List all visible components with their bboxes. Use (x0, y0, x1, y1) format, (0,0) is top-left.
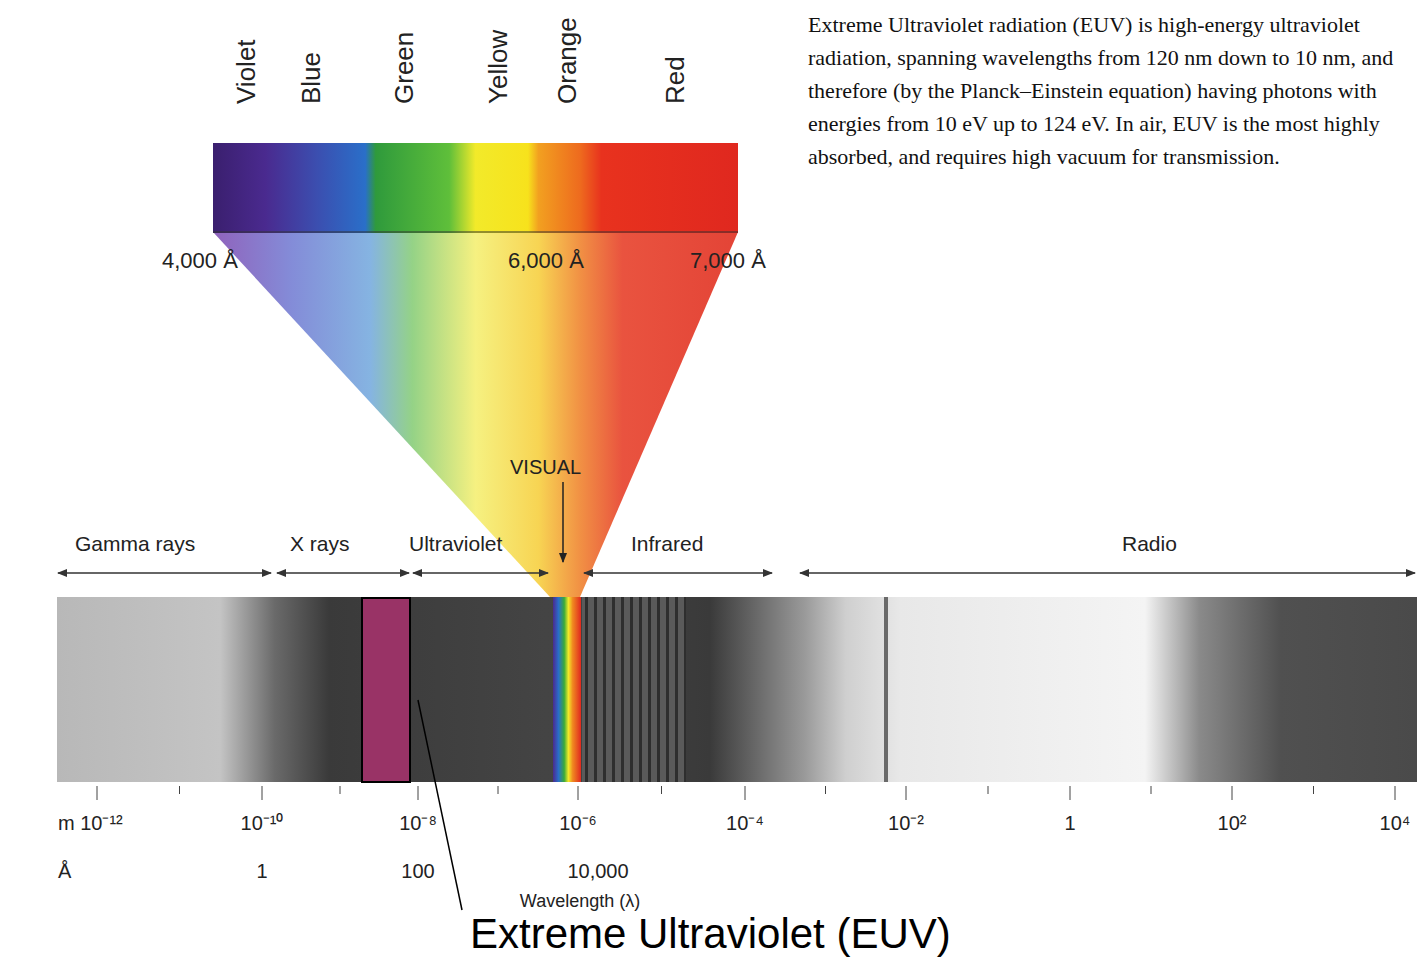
axis-label: 10⁻² (888, 812, 924, 835)
visual-label: VISUAL (510, 456, 581, 479)
band-name: Radio (1122, 532, 1177, 556)
color-name: Yellow (484, 30, 514, 104)
band-name: Infrared (631, 532, 703, 556)
callout-title: Extreme Ultraviolet (EUV) (470, 913, 951, 955)
wavelength-label: 4,000 Å (162, 248, 238, 273)
axis-label: 10⁻⁴ (726, 812, 764, 835)
color-name: Blue (297, 52, 327, 104)
axis-label: 100 (401, 860, 434, 883)
axis-label: 10⁴ (1380, 812, 1411, 835)
axis-label: 10⁻¹⁰ (241, 812, 284, 835)
axis-label: 10,000 (567, 860, 628, 883)
description-note: Extreme Ultraviolet radiation (EUV) is h… (808, 8, 1416, 173)
axis-label: m 10⁻¹² (58, 812, 123, 835)
band-name: X rays (290, 532, 350, 556)
color-name: Violet (232, 39, 262, 104)
axis-label: 10⁻⁶ (559, 812, 596, 835)
color-name: Green (390, 32, 420, 104)
wavelength-label: 6,000 Å (508, 248, 584, 273)
axis-label: 10⁻⁸ (399, 812, 437, 835)
axis-label: 10² (1218, 812, 1247, 835)
axis-label: Å (58, 860, 71, 883)
axis-title: Wavelength (λ) (520, 891, 640, 912)
axis-label: 1 (1064, 812, 1075, 835)
color-name: Orange (553, 17, 583, 104)
band-name: Ultraviolet (409, 532, 502, 556)
band-name: Gamma rays (75, 532, 195, 556)
axis-label: 1 (256, 860, 267, 883)
color-name: Red (661, 56, 691, 104)
wavelength-label: 7,000 Å (690, 248, 766, 273)
